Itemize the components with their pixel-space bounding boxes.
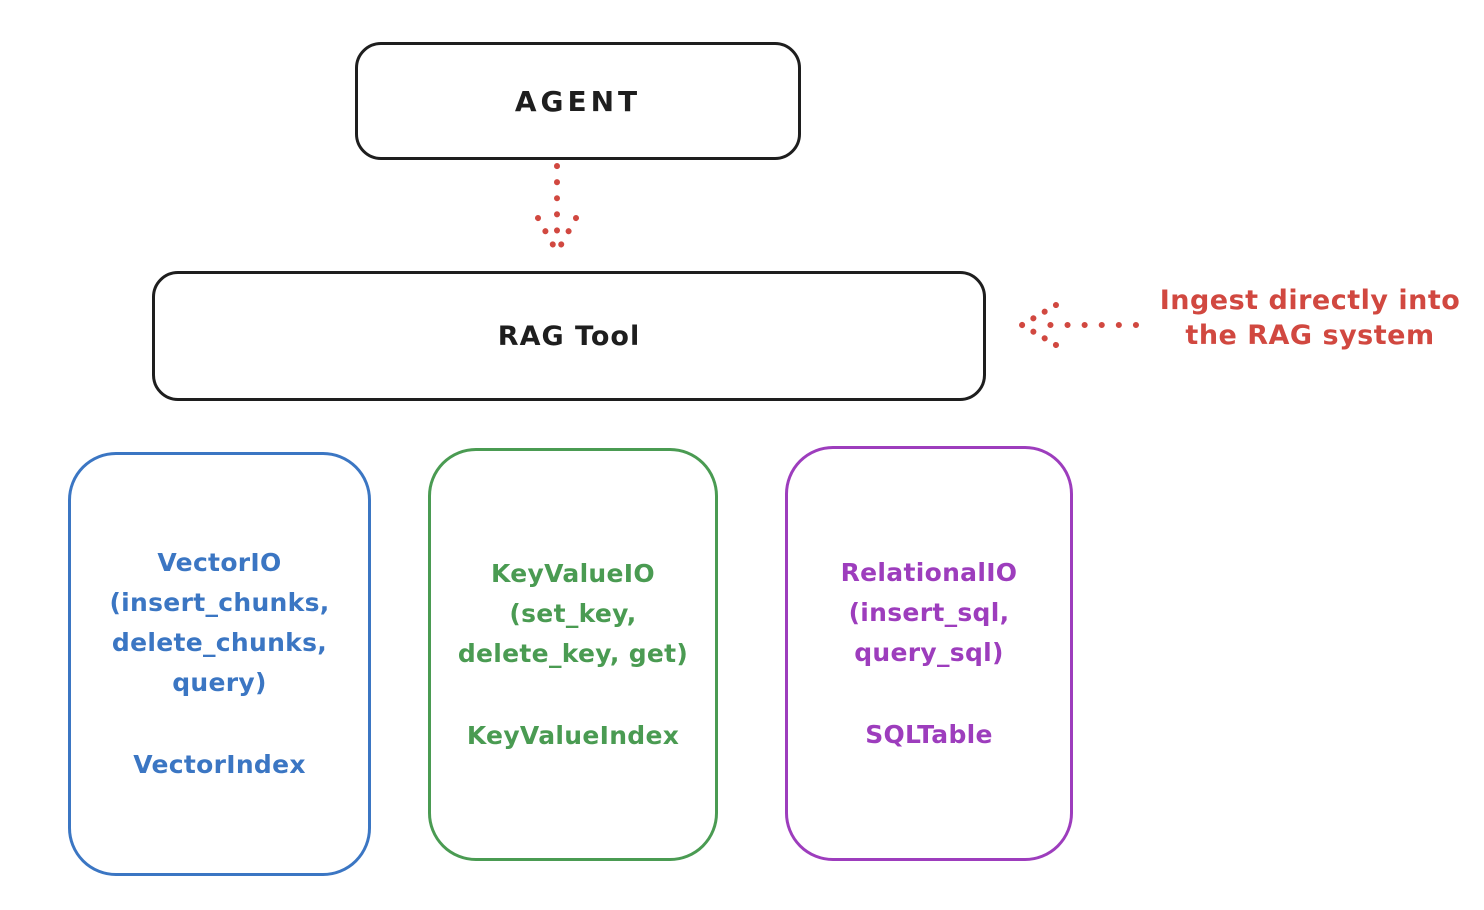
rag-tool-node: RAG Tool (152, 271, 986, 401)
ingest-annotation: Ingest directly into the RAG system (1138, 283, 1482, 353)
backend-node-keyvalue-io: KeyValueIO (set_key, delete_key, get) Ke… (428, 448, 718, 861)
vector-io-method-line: (insert_chunks, (109, 588, 330, 617)
vector-index-label: VectorIndex (133, 750, 306, 779)
ingest-annotation-line1: Ingest directly into (1159, 285, 1461, 316)
sql-table-label: SQLTable (865, 719, 993, 749)
rag-tool-node-label: RAG Tool (497, 320, 641, 352)
agent-node-label: AGENT (514, 84, 642, 118)
keyvalue-io-method-line: (set_key, (509, 598, 637, 628)
relational-io-title: RelationalIO (840, 557, 1018, 587)
relational-io-method-line: query_sql) (854, 637, 1004, 667)
agent-node: AGENT (355, 42, 801, 160)
keyvalue-index-label: KeyValueIndex (466, 720, 680, 750)
backend-node-relational-io: RelationalIO (insert_sql, query_sql) SQL… (785, 446, 1073, 861)
keyvalue-io-method-line: delete_key, get) (457, 638, 689, 668)
vector-io-method-line: query) (172, 668, 267, 697)
ingest-annotation-line2: the RAG system (1185, 320, 1435, 351)
arrow-annotation-to-rag-tool-icon (1019, 302, 1139, 348)
backend-node-vector-io: VectorIO (insert_chunks, delete_chunks, … (68, 452, 371, 876)
vector-io-title: VectorIO (157, 548, 282, 577)
vector-io-method-line: delete_chunks, (111, 628, 328, 657)
relational-io-method-line: (insert_sql, (848, 597, 1010, 627)
arrow-agent-to-rag-tool-icon (535, 163, 579, 255)
keyvalue-io-title: KeyValueIO (491, 558, 655, 588)
